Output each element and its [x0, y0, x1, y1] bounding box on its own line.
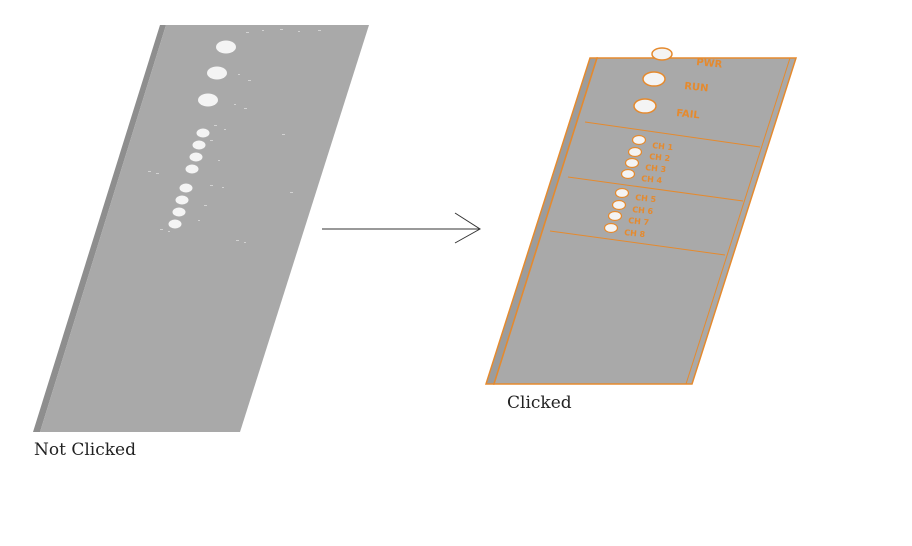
- pwr-led: [651, 47, 673, 61]
- not-clicked-caption: Not Clicked: [34, 440, 136, 460]
- pwr-led-label: PWR: [696, 57, 723, 71]
- panel-clicked[interactable]: PWR RUN FAIL CH 1 CH 2 CH 3 CH 4 CH 5 CH…: [484, 47, 798, 385]
- ch5-led-label: CH 5: [635, 193, 657, 204]
- status-led-holes: [198, 40, 236, 107]
- separator-line: [549, 230, 726, 256]
- panel-right-edge-highlight: [685, 57, 791, 385]
- ch7-led-label: CH 7: [628, 216, 650, 227]
- separator-line: [567, 176, 744, 202]
- ch7-led-hole: [172, 207, 186, 217]
- ch5-led: [614, 187, 630, 199]
- fail-led: [633, 98, 657, 114]
- ch3-led-label: CH 3: [645, 163, 667, 174]
- ch3-led-hole: [189, 152, 203, 162]
- faint-label-specks: [148, 29, 321, 243]
- ch8-led-hole: [168, 219, 182, 229]
- ch2-led: [627, 146, 643, 158]
- fail-led-hole: [198, 93, 218, 107]
- ch8-led: [603, 222, 619, 234]
- ch4-led: [620, 168, 636, 180]
- ch2-led-label: CH 2: [649, 152, 671, 163]
- ch5-led-hole: [179, 183, 193, 193]
- ch4-led-label: CH 4: [641, 174, 663, 185]
- ch3-led: [624, 157, 640, 169]
- status-leds: PWR RUN FAIL: [633, 47, 723, 122]
- ch2-led-hole: [192, 140, 206, 150]
- panel-face-highlighted: [492, 57, 798, 385]
- arrow-icon: [322, 212, 481, 244]
- panel-face: [40, 25, 369, 432]
- clicked-caption: Clicked: [507, 393, 572, 413]
- ch1-led-label: CH 1: [652, 141, 674, 152]
- channel-led-holes: [168, 128, 210, 229]
- channel-leds: CH 1 CH 2 CH 3 CH 4 CH 5 CH 6 CH 7 CH 8: [603, 134, 674, 239]
- panel-not-clicked[interactable]: [33, 25, 369, 432]
- ch8-led-label: CH 8: [624, 228, 646, 239]
- ch1-led: [631, 134, 647, 146]
- ch6-led-hole: [175, 195, 189, 205]
- fail-led-label: FAIL: [676, 108, 701, 121]
- ch7-led: [607, 210, 623, 222]
- ch4-led-hole: [185, 164, 199, 174]
- run-led: [642, 71, 666, 87]
- run-led-label: RUN: [684, 81, 709, 94]
- panel-side-edge: [33, 25, 166, 432]
- ch6-led-label: CH 6: [632, 205, 654, 216]
- run-led-hole: [207, 66, 227, 80]
- ch1-led-hole: [196, 128, 210, 138]
- separator-line: [584, 121, 761, 148]
- ch6-led: [611, 199, 627, 211]
- pwr-led-hole: [216, 40, 236, 54]
